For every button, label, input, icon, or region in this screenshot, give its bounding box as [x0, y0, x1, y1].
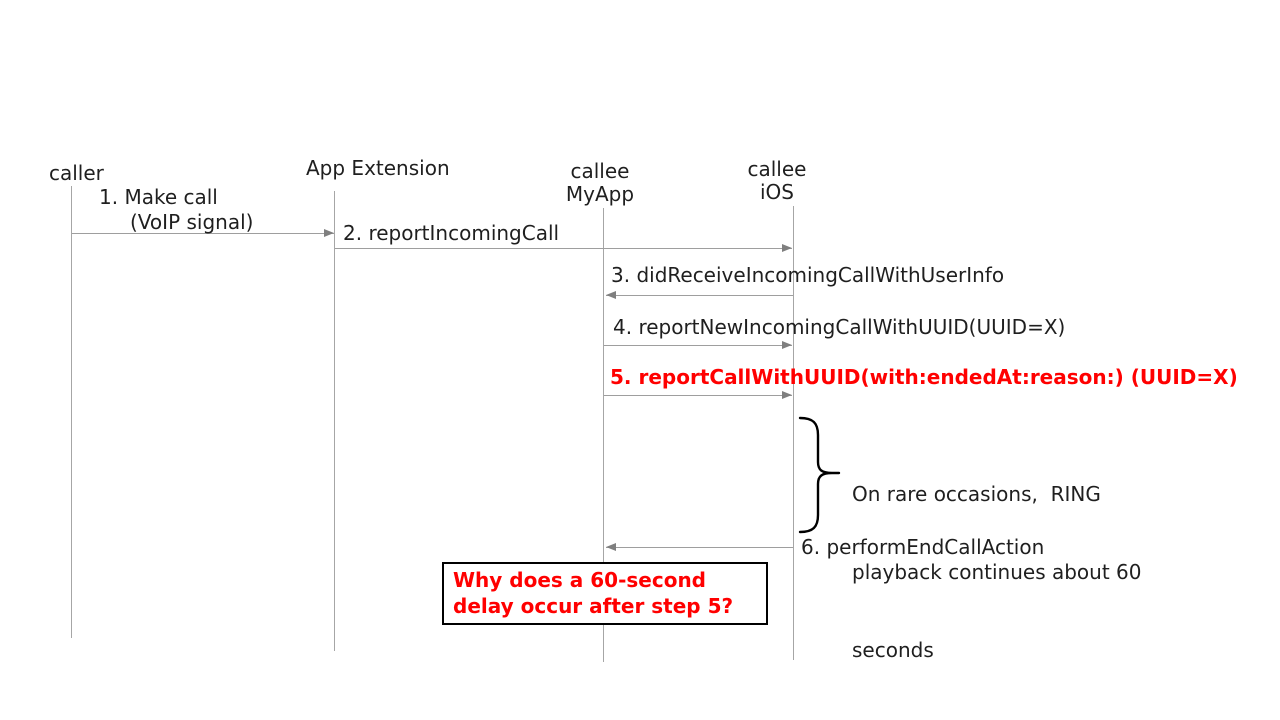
- lifeline-app-extension: [334, 191, 335, 651]
- annotation-text: On rare occasions, RING playback continu…: [852, 429, 1141, 715]
- message-5-arrow: [604, 391, 792, 399]
- arrowhead-left-icon: [606, 543, 616, 551]
- actor-label-line: callee: [570, 159, 630, 183]
- message-3-label: 3. didReceiveIncomingCallWithUserInfo: [611, 263, 1005, 287]
- message-2-label: 2. reportIncomingCall: [343, 221, 560, 245]
- actor-label-line: caller: [49, 161, 104, 185]
- actor-label-line: callee: [747, 157, 807, 181]
- message-4-label: 4. reportNewIncomingCallWithUUID(UUID=X): [613, 315, 1066, 339]
- question-box: Why does a 60-second delay occur after s…: [442, 562, 768, 625]
- message-4-arrow: [604, 341, 792, 349]
- actor-label-caller: caller: [49, 162, 104, 185]
- arrowhead-right-icon: [782, 391, 792, 399]
- lifeline-callee-myapp: [603, 208, 604, 662]
- message-3-arrow: [606, 291, 793, 299]
- actor-label-line: App Extension: [306, 156, 450, 180]
- lifeline-caller: [71, 186, 72, 638]
- arrowhead-right-icon: [782, 244, 792, 252]
- arrowhead-right-icon: [324, 229, 334, 237]
- annotation-line: playback continues about 60: [852, 560, 1142, 584]
- curly-brace-icon: [798, 416, 841, 534]
- annotation-line: On rare occasions, RING: [852, 482, 1101, 506]
- question-box-line: Why does a 60-second: [453, 568, 706, 592]
- message-6-label: 6. performEndCallAction: [801, 535, 1045, 559]
- message-6-arrow: [606, 543, 793, 551]
- arrowhead-left-icon: [606, 291, 616, 299]
- actor-label-line: iOS: [760, 180, 794, 204]
- actor-label-callee-myapp: callee MyApp: [535, 160, 665, 206]
- message-1-arrow: [72, 229, 334, 237]
- actor-label-app-extension: App Extension: [306, 157, 450, 180]
- actor-label-line: MyApp: [565, 182, 635, 206]
- lifeline-callee-ios: [793, 206, 794, 660]
- annotation-line: seconds: [852, 638, 934, 662]
- arrowhead-right-icon: [782, 341, 792, 349]
- message-1-label-line-1: 1. Make call: [99, 185, 218, 209]
- message-1-label-line-2: (VoIP signal): [130, 210, 254, 234]
- question-box-line: delay occur after step 5?: [453, 594, 734, 618]
- message-5-label: 5. reportCallWithUUID(with:endedAt:reaso…: [610, 365, 1238, 389]
- actor-label-callee-ios: callee iOS: [712, 158, 842, 204]
- message-2-arrow: [335, 244, 792, 252]
